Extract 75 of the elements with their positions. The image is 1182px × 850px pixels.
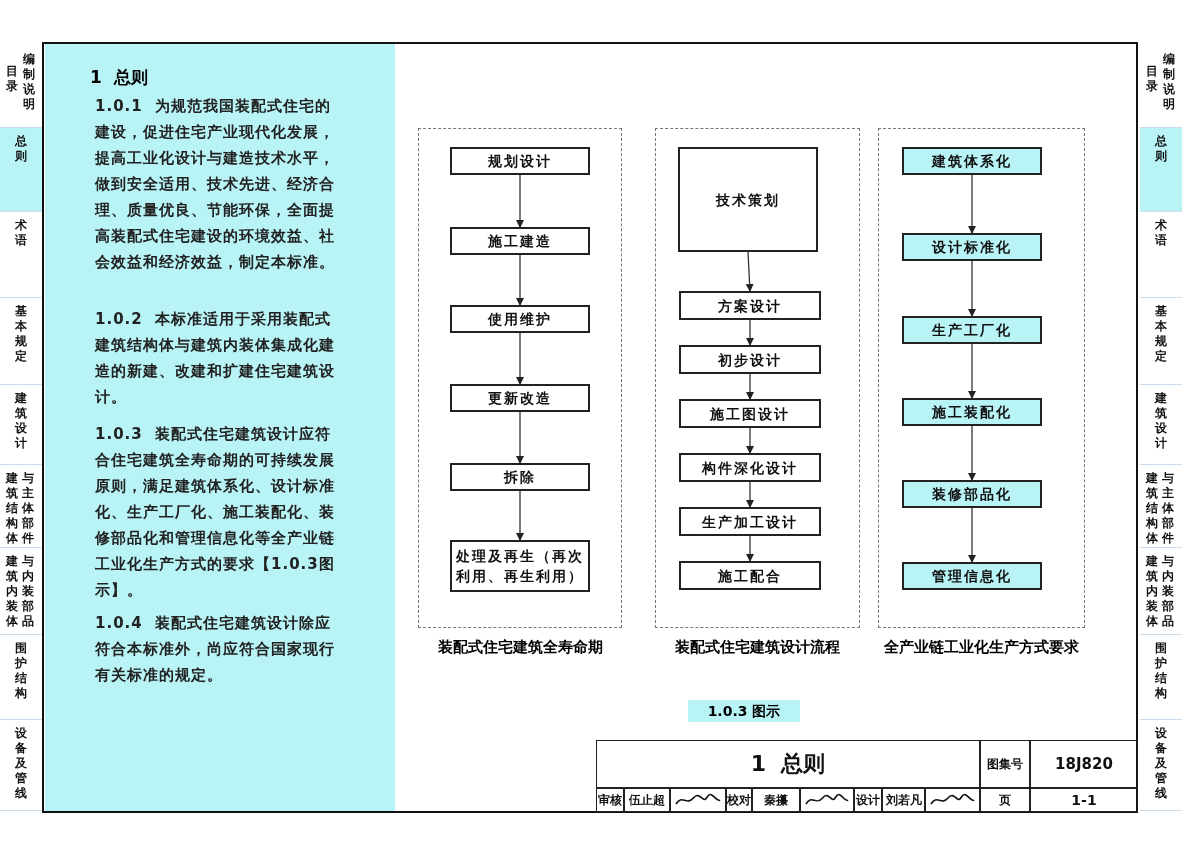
process-box: 初步设计 — [679, 345, 821, 374]
arrow — [746, 319, 754, 346]
tab-label: 总则 — [1154, 134, 1168, 164]
arrow — [968, 425, 976, 481]
person-name: 刘若凡 — [882, 788, 925, 812]
drawing-title: 1 总则 — [596, 740, 980, 788]
arrow — [746, 427, 754, 454]
section-heading: 1 总则 — [90, 66, 149, 89]
process-box: 更新改造 — [450, 384, 590, 412]
arrow — [516, 254, 524, 306]
tab-label: 建筑内装体与内装部品 — [5, 554, 35, 630]
group-caption: 装配式住宅建筑设计流程 — [674, 638, 841, 657]
process-box: 装修部品化 — [902, 480, 1042, 508]
clause-paragraph: 1.0.2 本标准适用于采用装配式建筑结构体与建筑内装体集成化建造的新建、改建和扩建住宅建筑设计。 — [95, 309, 336, 408]
tab-label: 目录 — [1145, 64, 1159, 94]
tab-label: 目录 — [5, 64, 19, 94]
process-box: 施工装配化 — [902, 398, 1042, 426]
arrow — [968, 174, 976, 234]
tab-label: 总则 — [14, 134, 28, 164]
atlas-number: 18J820 — [1030, 740, 1138, 788]
arrow — [516, 174, 524, 228]
arrow — [968, 343, 976, 399]
clause-paragraph: 1.0.3 装配式住宅建筑设计应符合住宅建筑全寿命期的可持续发展原则，满足建筑体系化、设计标准化、生产工厂化、施工装配化、装修部品化和管理信息化等全产业链工业化生产方式的要求【1.0.3图示】。 — [95, 424, 336, 601]
process-box: 施工图设计 — [679, 399, 821, 428]
tab-label: 术语 — [14, 218, 28, 248]
field-label: 审核 — [596, 788, 624, 812]
clause-paragraph: 1.0.4 装配式住宅建筑设计除应符合本标准外，尚应符合国家现行有关标准的规定。 — [95, 613, 336, 686]
arrow — [746, 373, 754, 400]
arrow — [745, 251, 754, 292]
field-label: 校对 — [726, 788, 752, 812]
arrow — [516, 490, 524, 541]
figure-caption: 1.0.3 图示 — [688, 700, 800, 722]
process-box: 使用维护 — [450, 305, 590, 333]
clause-paragraph: 1.0.1 为规范我国装配式住宅的建设，促进住宅产业现代化发展，提高工业化设计与建造技术水平，做到安全适用、技术先进、经济合理、质量优良、节能环保，全面提高装配式住宅建设的环境效益、社会效益和经济效益，制定本标准。 — [95, 96, 336, 273]
tab-label: 基本规定 — [14, 304, 28, 364]
process-box: 处理及再生（再次利用、再生利用） — [450, 540, 590, 592]
process-box: 施工配合 — [679, 561, 821, 590]
tab-label: 编制说明 — [22, 52, 36, 112]
process-box: 生产加工设计 — [679, 507, 821, 536]
group-caption: 全产业链工业化生产方式要求 — [883, 638, 1080, 657]
process-box: 管理信息化 — [902, 562, 1042, 590]
arrow — [516, 411, 524, 464]
process-box: 施工建造 — [450, 227, 590, 255]
field-label: 页 — [980, 788, 1030, 812]
process-box: 建筑体系化 — [902, 147, 1042, 175]
tab-label: 术语 — [1154, 218, 1168, 248]
process-box: 技术策划 — [678, 147, 818, 252]
tab-label: 设备及管线 — [1154, 726, 1168, 801]
group-caption: 装配式住宅建筑全寿命期 — [436, 638, 604, 657]
arrow — [968, 507, 976, 563]
tab-label: 建筑设计 — [1154, 391, 1168, 451]
field-label: 图集号 — [980, 740, 1030, 788]
process-box: 拆除 — [450, 463, 590, 491]
tab-label: 设备及管线 — [14, 726, 28, 801]
process-box: 规划设计 — [450, 147, 590, 175]
tab-label: 编制说明 — [1162, 52, 1176, 112]
person-name: 伍止超 — [624, 788, 670, 812]
process-box: 生产工厂化 — [902, 316, 1042, 344]
tab-label: 建筑结构体与主体部件 — [5, 471, 35, 547]
process-box: 构件深化设计 — [679, 453, 821, 482]
arrow — [968, 260, 976, 317]
process-box: 设计标准化 — [902, 233, 1042, 261]
field-label: 设计 — [854, 788, 882, 812]
tab-label: 建筑设计 — [14, 391, 28, 451]
process-box: 方案设计 — [679, 291, 821, 320]
arrow — [746, 535, 754, 562]
tab-label: 建筑结构体与主体部件 — [1145, 471, 1175, 547]
arrow — [516, 332, 524, 385]
tab-label: 围护结构 — [1154, 641, 1168, 701]
page-number: 1-1 — [1030, 788, 1138, 812]
tab-label: 围护结构 — [14, 641, 28, 701]
tab-label: 基本规定 — [1154, 304, 1168, 364]
tab-label: 建筑内装体与内装部品 — [1145, 554, 1175, 630]
person-name: 秦攥 — [752, 788, 800, 812]
arrow — [746, 481, 754, 508]
